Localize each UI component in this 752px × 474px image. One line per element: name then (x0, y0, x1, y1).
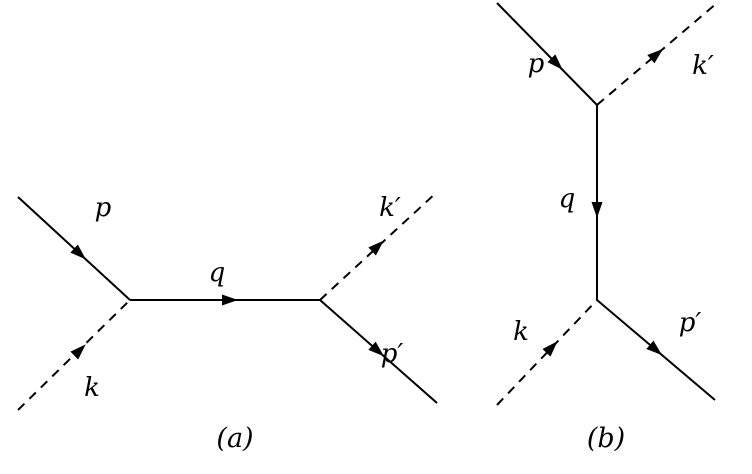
dashed-line-k-a (17, 299, 131, 411)
arrowhead-p-prime-b (646, 340, 663, 356)
label-k-b: k (513, 317, 529, 347)
label-q-b: q (559, 184, 576, 214)
label-k-prime-a: k′ (379, 193, 401, 223)
arrowhead-k-a (70, 344, 86, 360)
label-p-prime-a: p′ (381, 339, 404, 369)
label-p-b: p (528, 49, 545, 79)
label-k-a: k (84, 373, 100, 403)
caption-b: (b) (587, 423, 625, 454)
arrowhead-q-b (591, 202, 603, 218)
label-p-prime-b: p′ (679, 308, 702, 338)
arrowhead-k-prime-a (368, 240, 384, 256)
feynman-diagram-b: p k′ q k p′ (b) (496, 2, 718, 454)
arrowhead-k-b (542, 341, 558, 357)
dashed-line-k-prime-b (596, 2, 718, 106)
arrowhead-q-a (222, 294, 238, 306)
solid-line-p-b (496, 2, 598, 106)
label-k-prime-b: k′ (692, 51, 714, 81)
label-p-a: p (95, 193, 112, 223)
label-q-a: q (209, 258, 226, 288)
feynman-diagram-a: p k q k′ p′ (a) (17, 191, 438, 454)
solid-line-p-a (17, 196, 131, 301)
arrowhead-k-prime-b (647, 48, 664, 64)
arrowhead-p-b (547, 54, 563, 70)
arrowhead-p-a (70, 244, 86, 260)
caption-a: (a) (216, 423, 253, 454)
dashed-line-k-prime-a (319, 191, 438, 301)
arrowhead-p-prime-a (368, 341, 385, 357)
